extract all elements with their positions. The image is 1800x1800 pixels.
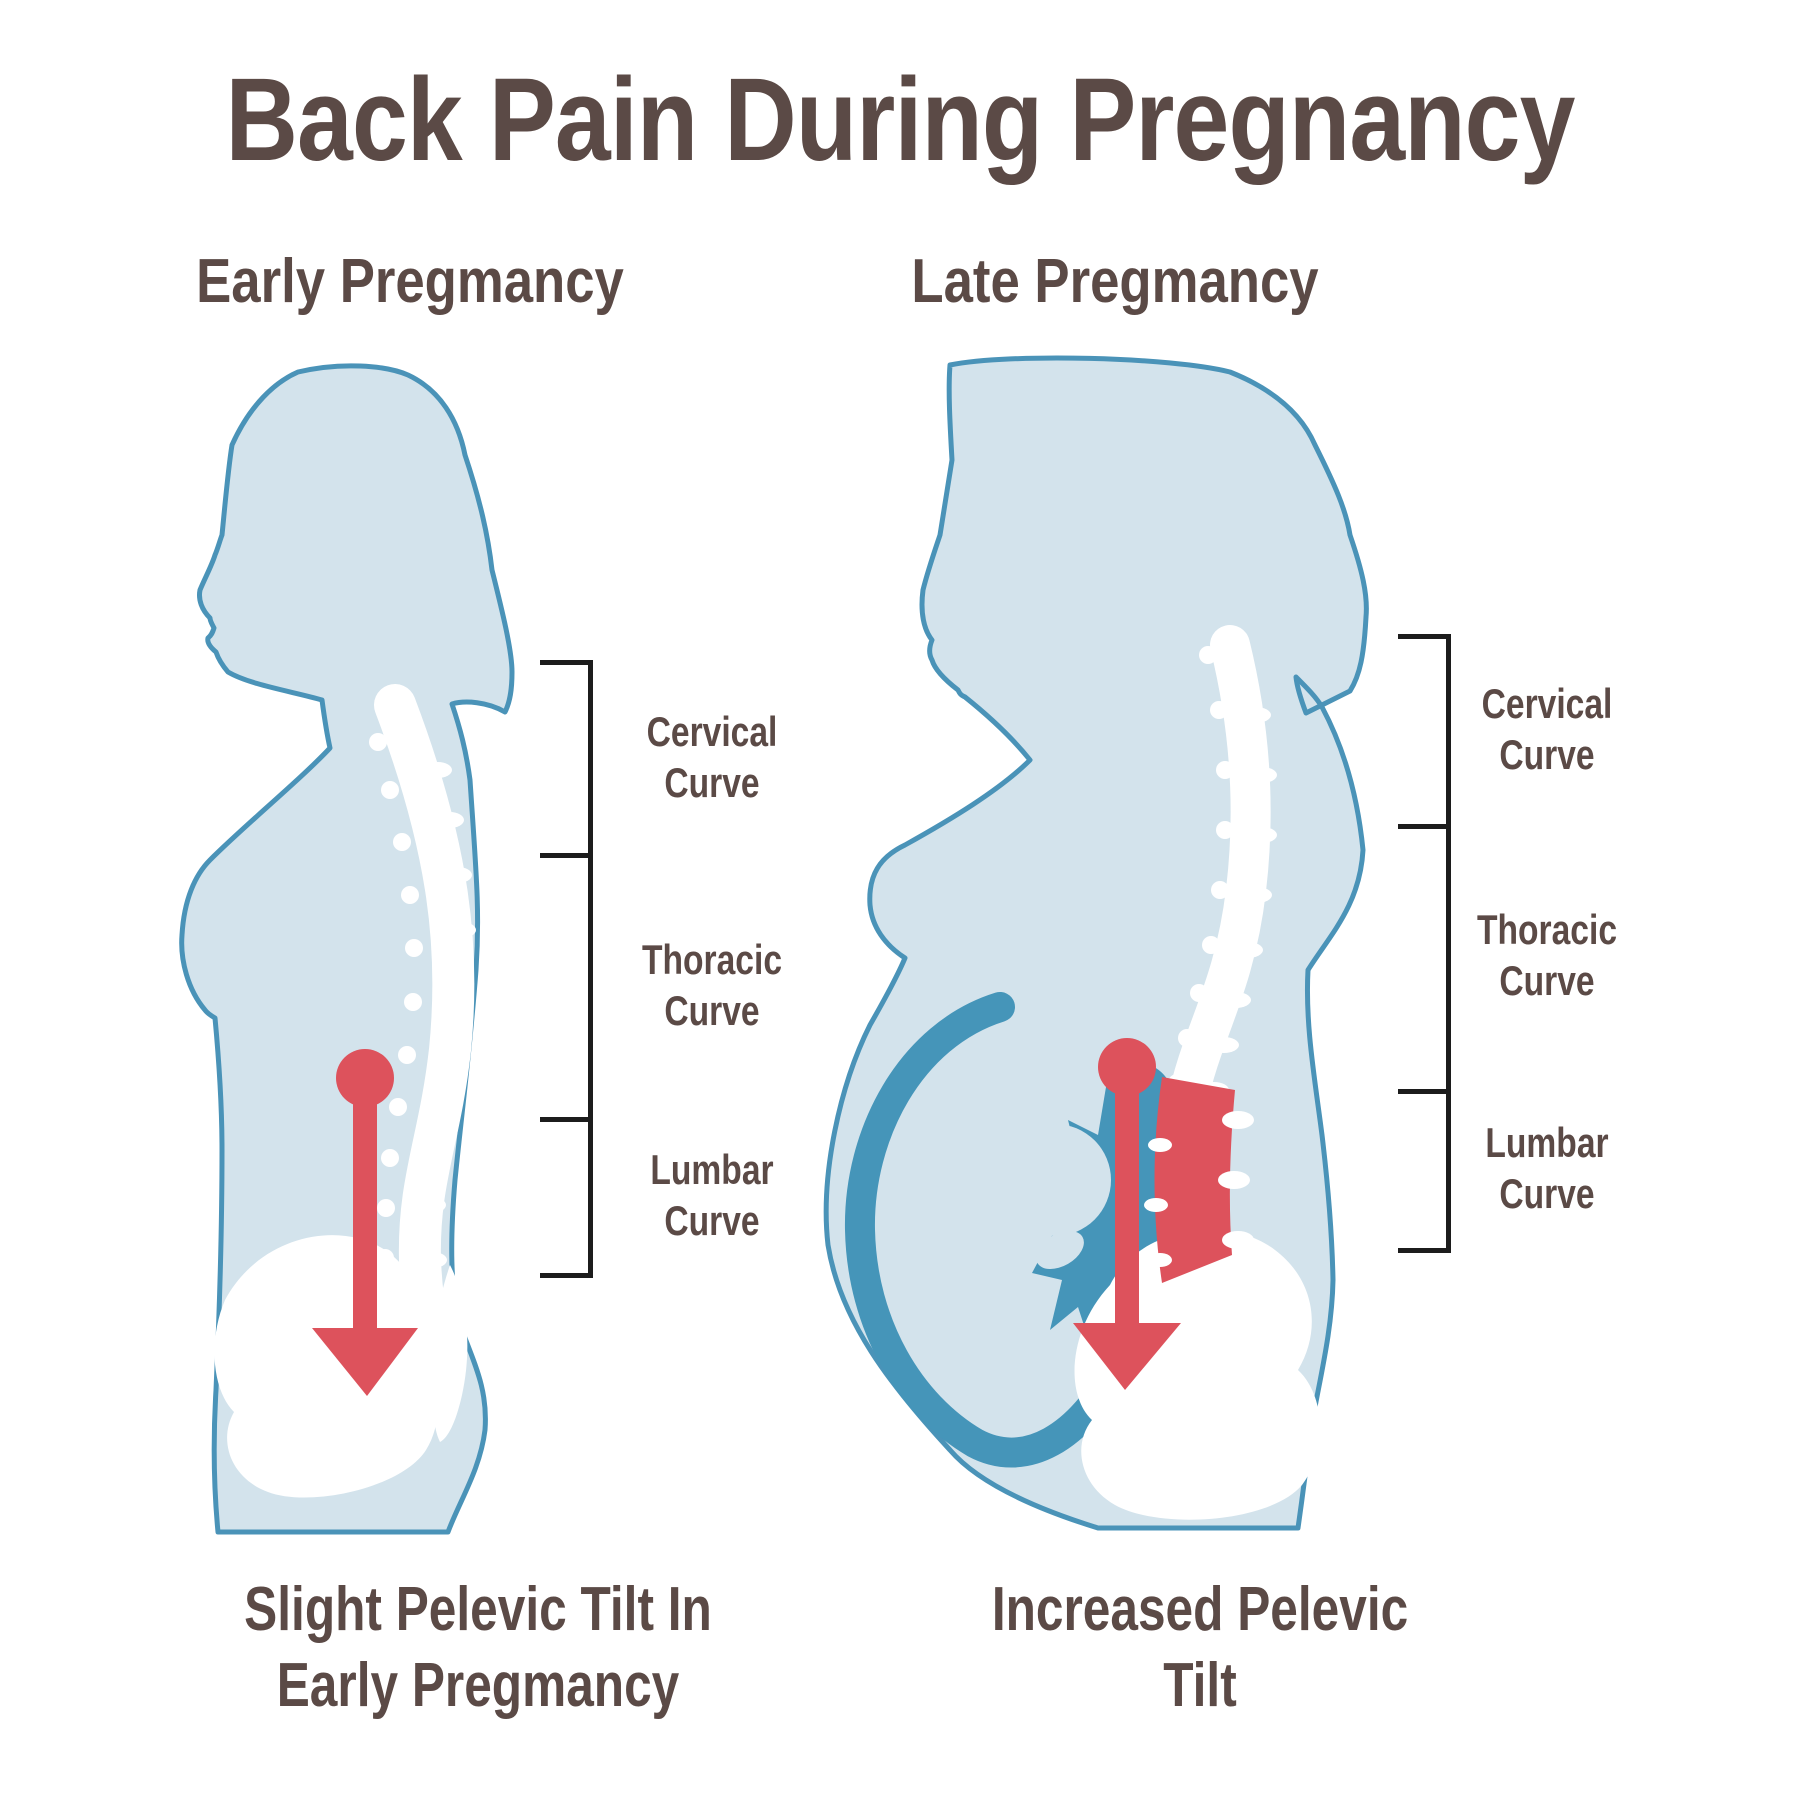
caption-line: Increased Pelevic [991,1575,1409,1644]
early-pregnancy-caption: Slight Pelevic Tilt In Early Pregmancy [198,1572,758,1724]
page-title: Back Pain During Pregnancy [225,54,1575,186]
spine-label-cervical-early: Cervical Curve [646,708,778,807]
spine-label-cervical-late: Cervical Curve [1481,680,1613,779]
sacrum-bone-graphic [423,1265,468,1442]
pelvic-tilt-arrow-icon [312,1049,418,1396]
caption-line: Slight Pelevic Tilt In [244,1575,712,1644]
bracket-tick [1398,1248,1451,1253]
bracket-line [588,660,593,1278]
pelvic-tilt-arrow-icon [1073,1038,1181,1390]
bracket-tick [1398,634,1451,639]
early-pregnancy-heading: Early Pregmancy [196,247,624,316]
late-pregnancy-figure [823,355,1369,1531]
uterus-ring-graphic [844,992,1132,1468]
late-pregnancy-caption: Increased Pelevic Tilt [944,1572,1456,1724]
bracket-line [1446,634,1451,1253]
spine-graphic [374,684,475,1386]
pelvis-bone-graphic [214,1235,438,1498]
late-pregnancy-heading: Late Pregmancy [911,247,1319,316]
bracket-tick [1398,824,1451,829]
spine-label-thoracic-late: Thoracic Curve [1476,906,1618,1005]
caption-line: Tilt [1163,1651,1237,1720]
spine-label-lumbar-late: Lumbar Curve [1485,1119,1609,1218]
lumbar-stress-highlight [1154,1077,1235,1283]
spine-label-thoracic-early: Thoracic Curve [641,936,783,1035]
bracket-tick [540,853,593,858]
spine-vertebrae-bumps [1168,646,1277,1098]
fetus-graphic [989,1124,1111,1269]
spine-bracket-early [540,660,593,1278]
spine-label-lumbar-early: Lumbar Curve [650,1146,774,1245]
lumbar-vertebrae-nubs [1144,1111,1254,1267]
bracket-tick [540,1273,593,1278]
caption-line: Early Pregmancy [276,1651,680,1720]
bracket-tick [540,1117,593,1122]
bracket-tick [540,660,593,665]
bracket-tick [1398,1089,1451,1094]
spine-bracket-late [1398,634,1451,1253]
early-pregnancy-figure [179,363,515,1535]
